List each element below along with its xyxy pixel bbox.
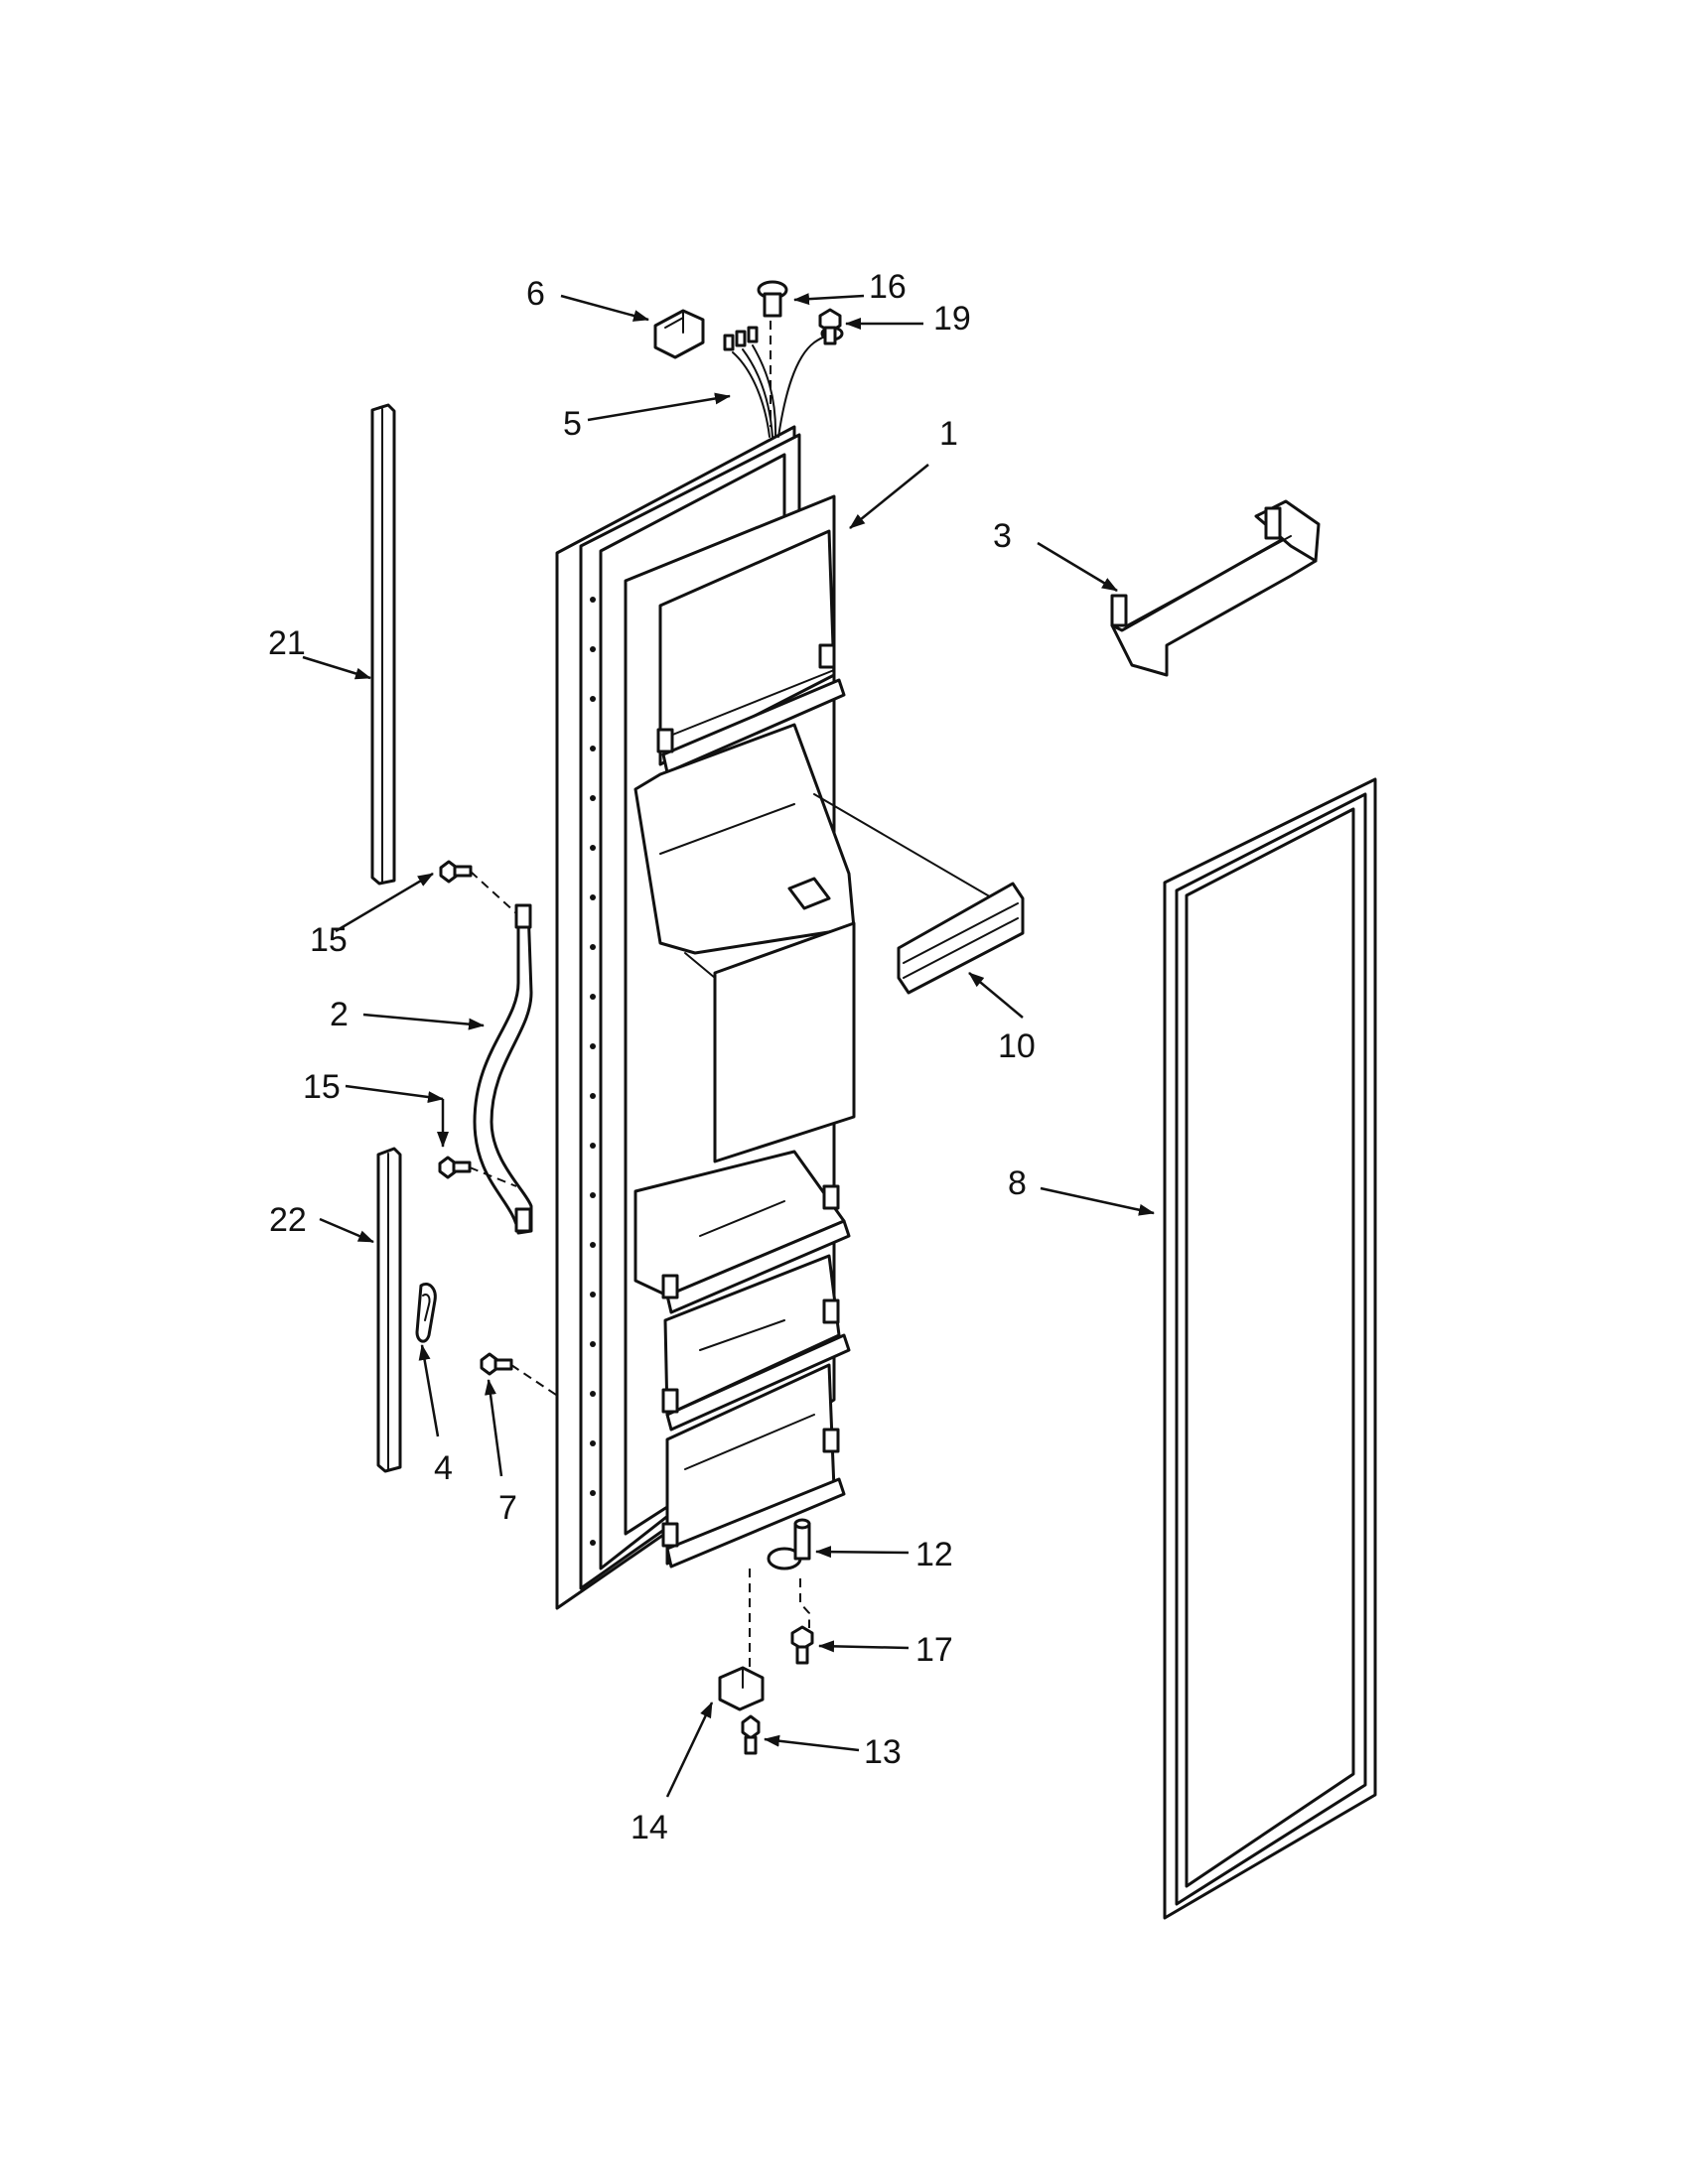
dispenser-rail-part xyxy=(897,882,1025,995)
callout-15-upper: 15 xyxy=(310,921,348,959)
clip-part xyxy=(415,1283,437,1343)
callout-1: 1 xyxy=(939,415,958,453)
light-socket-part xyxy=(757,280,788,318)
callout-17: 17 xyxy=(915,1631,953,1669)
callout-10: 10 xyxy=(998,1027,1036,1065)
connector-part xyxy=(653,309,705,359)
handle-screw-part-lower xyxy=(438,1156,517,1187)
callout-19: 19 xyxy=(933,300,971,338)
callout-3: 3 xyxy=(993,517,1012,555)
callout-21: 21 xyxy=(268,624,306,662)
screw-part-7 xyxy=(480,1352,557,1396)
callout-16: 16 xyxy=(869,268,907,306)
lower-trim-strip-part xyxy=(376,1147,402,1473)
hinge-screw-part-17 xyxy=(790,1625,814,1665)
callout-8: 8 xyxy=(1008,1164,1027,1202)
hinge-pin-part xyxy=(767,1518,811,1628)
callout-12: 12 xyxy=(915,1536,953,1573)
upper-trim-strip-part xyxy=(370,403,396,886)
callout-15-lower: 15 xyxy=(303,1068,341,1106)
hinge-screw-part-13 xyxy=(741,1714,761,1755)
callout-4: 4 xyxy=(434,1449,453,1487)
callout-labels: 6 16 19 5 1 3 21 15 2 10 15 8 22 4 7 12 … xyxy=(268,268,1036,1846)
callout-5: 5 xyxy=(563,405,582,443)
freezer-door-part xyxy=(555,425,994,1610)
callout-7: 7 xyxy=(498,1489,517,1527)
hinge-block-part xyxy=(718,1569,765,1711)
callout-6: 6 xyxy=(526,275,545,313)
screw-part-19 xyxy=(818,308,842,345)
door-gasket-part xyxy=(1163,777,1377,1920)
callout-14: 14 xyxy=(631,1809,668,1846)
handle-screw-part-upper xyxy=(439,860,517,914)
callout-leaders xyxy=(302,293,1155,1798)
callout-22: 22 xyxy=(269,1201,307,1239)
door-handle-part xyxy=(473,903,533,1235)
callout-2: 2 xyxy=(330,996,349,1033)
callout-13: 13 xyxy=(864,1733,902,1771)
door-shelf-bin-part xyxy=(1110,499,1321,677)
